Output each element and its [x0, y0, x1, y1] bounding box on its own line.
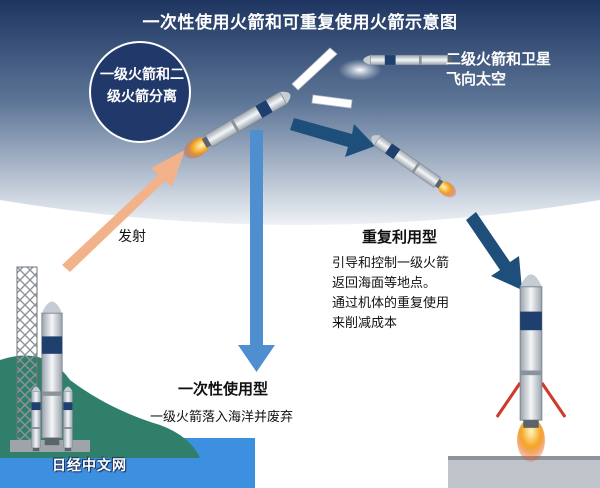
diagram-title: 一次性使用火箭和可重复使用火箭示意图: [142, 13, 458, 33]
stage-separation-label: 一级火箭和二级火箭分离: [100, 67, 184, 105]
reuse-arrow-lower: [466, 212, 522, 290]
fairing-half-upper: [291, 47, 338, 91]
disposable-description: 一级火箭落入海洋并废弃: [150, 410, 294, 425]
launch-arrow: [62, 150, 185, 272]
reusable-desc-line: 返回海面等地点。: [332, 276, 437, 291]
second-stage-satellite: [362, 54, 453, 66]
reusable-title: 重复利用型: [362, 228, 438, 246]
satellite-label-line2: 飞向太空: [446, 70, 507, 88]
sky-background: [0, 0, 600, 225]
reusable-desc-line: 来削减成本: [332, 316, 398, 331]
satellite-label-line1: 二级火箭和卫星: [446, 50, 552, 68]
reuse-arrow-upper: [290, 118, 375, 157]
landing-platform: [448, 458, 600, 488]
watermark: 日经中文网: [52, 458, 127, 474]
returning-rocket: [367, 131, 457, 198]
separating-first-stage: [183, 87, 295, 159]
launch-label: 发射: [118, 229, 146, 245]
landing-rocket: [495, 273, 567, 462]
fairing-half-lower: [311, 94, 353, 109]
separation-bubble: [89, 41, 191, 143]
reusable-desc-line: 通过机体的重复使用: [332, 296, 450, 311]
reusable-desc-line: 引导和控制一级火箭: [332, 256, 450, 271]
disposable-title: 一次性使用型: [178, 380, 269, 398]
disposable-arrow: [238, 130, 275, 372]
